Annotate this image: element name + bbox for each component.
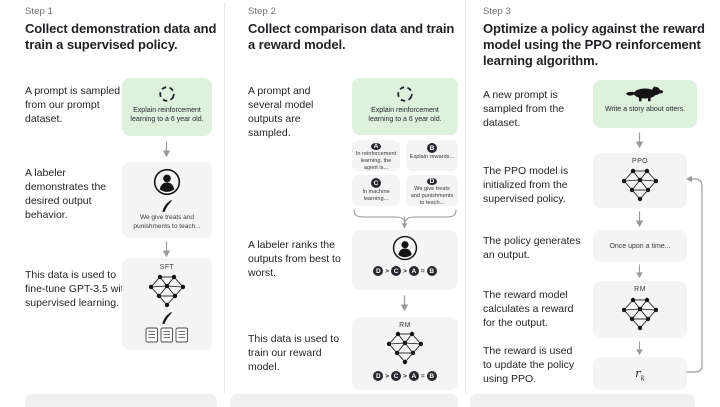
down-arrow-icon [635, 132, 644, 149]
output-badge-c: C [371, 178, 381, 188]
step2-section: Step 2 Collect comparison data and train… [224, 0, 465, 407]
step1-caption-labeler: A labeler demonstrates the desired outpu… [25, 167, 107, 222]
rank-separator: > [385, 372, 390, 380]
step3-caption-prompt: A new prompt is sampled from the dataset… [483, 89, 565, 130]
column-divider [465, 2, 466, 394]
step2-caption-prompt: A prompt and several model outputs are s… [248, 85, 314, 140]
neural-network-icon [387, 331, 423, 365]
rank-badge: D [373, 266, 384, 276]
step2-caption-rank: A labeler ranks the outputs from best to… [248, 239, 341, 280]
sft-label: SFT [159, 264, 175, 271]
step3-output-box: Once upon a time... [593, 230, 687, 262]
step1-labeler-box: We give treats and punishments to teach.… [122, 162, 212, 238]
output-badge-d: D [427, 178, 437, 185]
rank-badge: A [408, 371, 419, 381]
pen-icon [161, 199, 173, 212]
step1-caption-prompt: A prompt is sampled from our prompt data… [25, 85, 121, 126]
output-text-c: In machine learning... [362, 189, 390, 202]
pen-icon [161, 311, 173, 324]
output-box-c: C In machine learning... [352, 175, 400, 206]
step3-section: Step 3 Optimize a policy against the rew… [465, 0, 720, 407]
step2-rm-box: RM D > C > A = B [352, 317, 458, 390]
output-badge-a: A [371, 143, 381, 150]
sampling-icon [158, 85, 176, 103]
neural-network-icon [622, 168, 658, 202]
neural-network-icon [622, 297, 658, 331]
down-arrow-icon [635, 341, 644, 356]
neural-network-icon [149, 274, 185, 308]
step1-title: Collect demonstration data and train a s… [25, 21, 217, 53]
output-text-a: In reinforcement learning, the agent is.… [355, 151, 397, 171]
step3-output-text: Once upon a time... [609, 243, 671, 250]
output-box-b: B Explain rewards... [406, 140, 458, 171]
reward-value: rk [635, 366, 645, 383]
bottom-card [230, 394, 458, 407]
step1-caption-finetune: This data is used to fine-tune GPT-3.5 w… [25, 269, 130, 310]
step1-label: Step 1 [25, 6, 54, 17]
rank-separator: = [420, 372, 425, 380]
down-arrow-icon [162, 241, 171, 258]
rank-badge: D [373, 371, 384, 381]
step2-labeler-box: D > C > A = B [352, 230, 458, 290]
rank-separator: = [420, 267, 425, 275]
step3-title: Optimize a policy against the reward mod… [483, 21, 705, 69]
output-badge-b: B [427, 143, 437, 153]
step3-reward-box: rk [593, 357, 687, 390]
ppo-label: PPO [632, 158, 648, 165]
rank-separator: > [403, 372, 407, 380]
rank-badge: C [391, 371, 402, 381]
step2-caption-train: This data is used to train our reward mo… [248, 333, 340, 374]
step3-prompt-box: Write a story about otters. [593, 80, 697, 128]
step2-prompt-box: Explain reinforcement learning to a 6 ye… [352, 78, 458, 135]
step3-ppo-box: PPO [593, 153, 687, 208]
otter-icon [625, 85, 665, 103]
rank-badge: C [391, 266, 402, 276]
output-text-b: Explain rewards... [409, 154, 455, 160]
step3-rm-box: RM [593, 281, 687, 338]
output-box-a: A In reinforcement learning, the agent i… [352, 140, 400, 171]
curly-brace-icon [352, 208, 458, 224]
step3-caption-init: The PPO model is initialized from the su… [483, 165, 569, 206]
down-arrow-icon [635, 211, 644, 228]
step3-caption-output: The policy generates an output. [483, 235, 581, 262]
person-icon [153, 168, 181, 196]
documents-icon [145, 327, 189, 343]
step1-sft-box: SFT [122, 258, 212, 350]
bottom-card [470, 394, 695, 407]
down-arrow-icon [635, 264, 644, 279]
bottom-card [25, 394, 217, 407]
rank-separator: > [385, 267, 390, 275]
step3-caption-reward: The reward model calculates a reward for… [483, 289, 574, 330]
rank-badge: B [426, 266, 437, 276]
ranking-row: D > C > A = B [352, 266, 458, 276]
step2-title: Collect comparison data and train a rewa… [248, 21, 455, 53]
sampling-icon [396, 85, 414, 103]
step1-prompt-text: Explain reinforcement learning to a 6 ye… [130, 107, 204, 124]
output-box-d: D We give treats and punishments to teac… [406, 175, 458, 206]
output-text-d: We give treats and punishments to teach.… [410, 186, 454, 206]
rank-badge: A [408, 266, 419, 276]
step3-label: Step 3 [483, 6, 512, 17]
rank-separator: > [403, 267, 407, 275]
step1-section: Step 1 Collect demonstration data and tr… [0, 0, 224, 407]
column-divider [224, 2, 225, 394]
step2-prompt-text: Explain reinforcement learning to a 6 ye… [368, 107, 442, 124]
step3-caption-update: The reward is used to update the policy … [483, 345, 575, 386]
step3-prompt-text: Write a story about otters. [605, 106, 686, 113]
ranking-row: D > C > A = B [352, 371, 458, 381]
step2-label: Step 2 [248, 6, 277, 17]
rm-label: RM [399, 322, 411, 329]
person-icon [392, 235, 418, 261]
step1-labeler-text: We give treats and punishments to teach.… [133, 214, 201, 230]
down-arrow-icon [400, 295, 409, 312]
rank-badge: B [426, 371, 437, 381]
feedback-arrow-icon [685, 168, 711, 382]
down-arrow-icon [400, 216, 409, 229]
step1-prompt-box: Explain reinforcement learning to a 6 ye… [122, 78, 212, 136]
rm-label: RM [634, 286, 646, 293]
down-arrow-icon [162, 141, 171, 158]
